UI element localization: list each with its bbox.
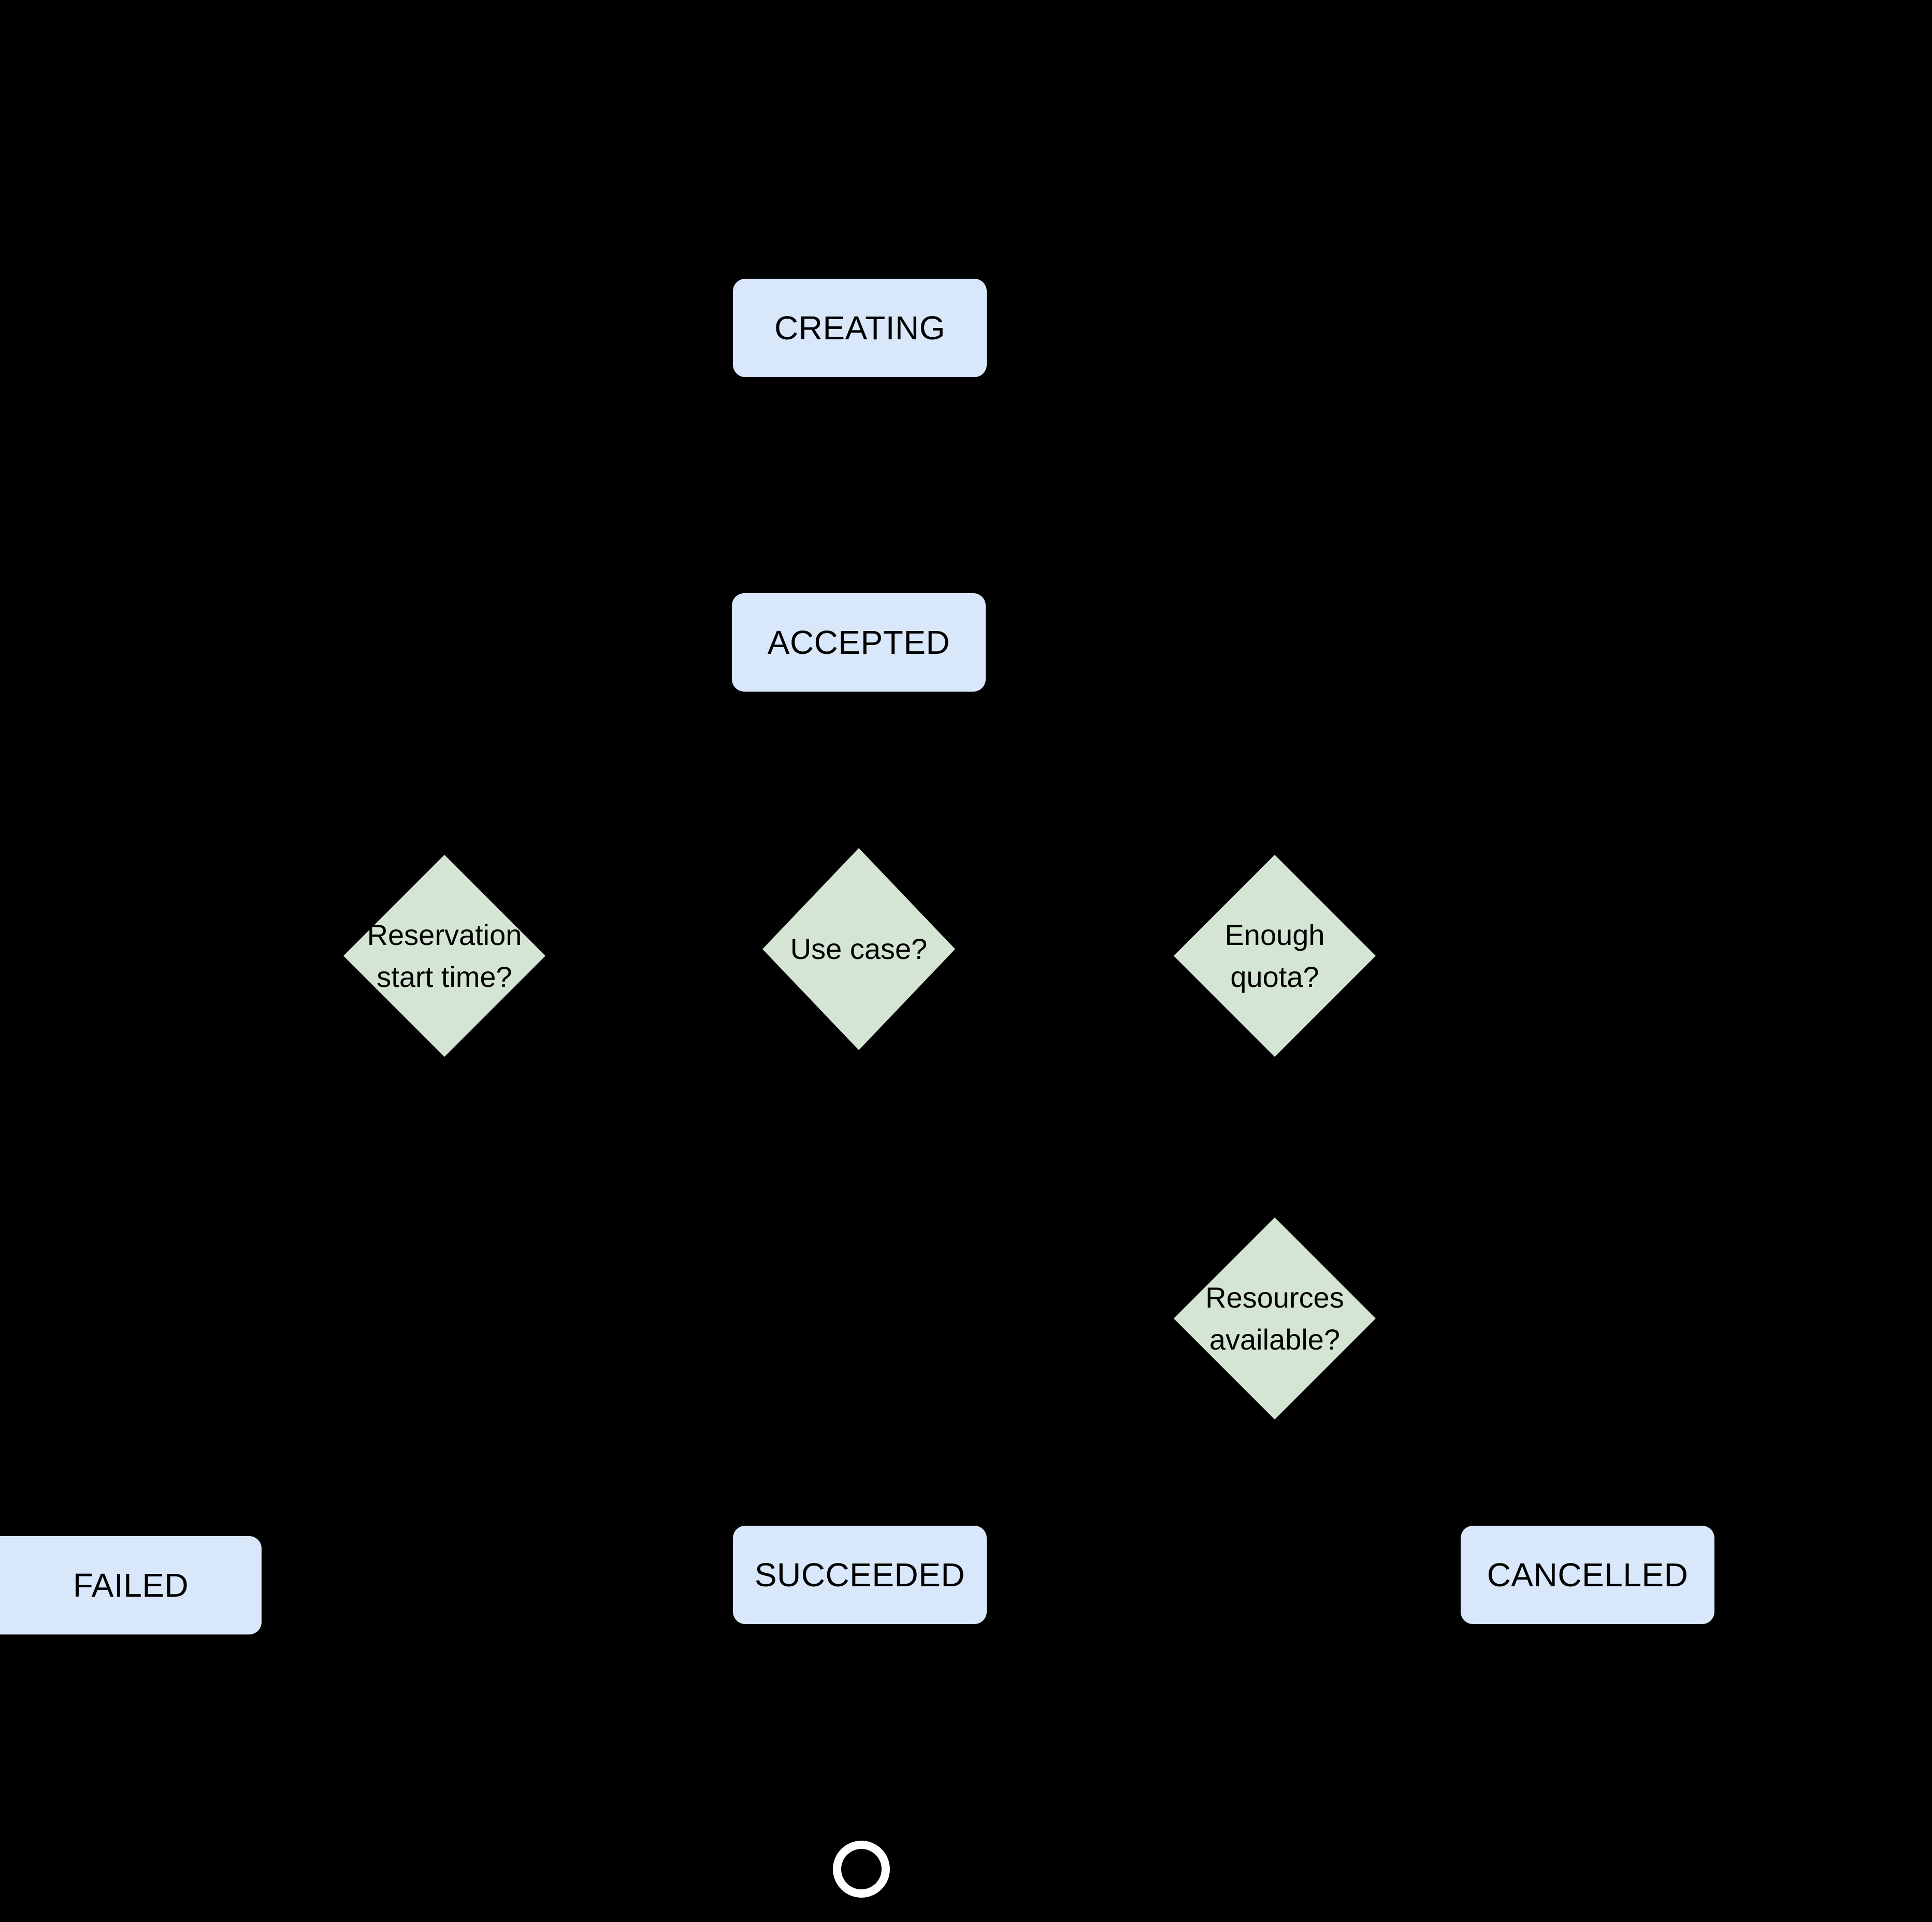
decision-resources-available[interactable]: Resources available? [1174, 1217, 1376, 1419]
decision-line-1: Enough [1224, 918, 1325, 951]
decision-line-1: Use case? [790, 933, 928, 966]
decision-label-use-case: Use case? [784, 928, 934, 970]
decision-line-2: start time? [377, 960, 512, 993]
decision-enough-quota[interactable]: Enough quota? [1174, 855, 1376, 1057]
state-label-accepted: ACCEPTED [767, 624, 950, 661]
state-box-succeeded[interactable]: SUCCEEDED [733, 1526, 987, 1624]
state-box-cancelled[interactable]: CANCELLED [1461, 1526, 1714, 1624]
state-label-failed: FAILED [73, 1567, 189, 1604]
decision-label-resources-available: Resources available? [1196, 1276, 1353, 1360]
state-box-accepted[interactable]: ACCEPTED [732, 593, 986, 692]
state-label-succeeded: SUCCEEDED [754, 1556, 965, 1594]
end-node-circle [833, 1841, 890, 1898]
decision-line-2: available? [1209, 1323, 1340, 1356]
decision-use-case[interactable]: Use case? [762, 848, 955, 1050]
decision-reservation-start-time[interactable]: Reservation start time? [343, 855, 545, 1057]
decision-label-enough-quota: Enough quota? [1196, 914, 1353, 998]
decision-line-1: Reservation [367, 918, 522, 951]
state-box-creating[interactable]: CREATING [733, 279, 987, 377]
decision-line-2: quota? [1230, 960, 1319, 993]
decision-label-reservation-start-time: Reservation start time? [366, 914, 523, 998]
decision-line-1: Resources [1205, 1281, 1344, 1314]
state-box-failed[interactable]: FAILED [0, 1536, 262, 1634]
state-label-creating: CREATING [774, 309, 945, 347]
state-label-cancelled: CANCELLED [1487, 1556, 1689, 1594]
